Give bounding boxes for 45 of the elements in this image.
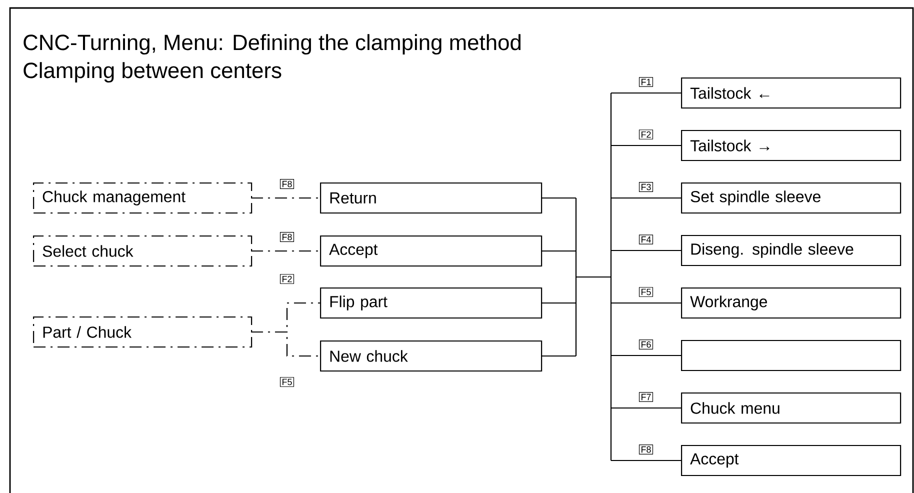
key-badge: F6 [638,340,654,350]
connector [611,302,681,304]
empty-box [681,340,902,372]
key-badge: F8 [280,179,294,189]
key-badge: F4 [638,234,654,244]
function-box: Tailstock ← [681,77,902,109]
connector [611,354,681,356]
softkey-box: Accept [320,235,542,267]
title: CNC-Turning, Menu: Defining the clamping method [24,34,521,55]
connector [541,355,576,357]
connector [251,331,320,357]
connector [541,250,576,252]
key-badge: F1 [638,77,654,87]
connector [541,302,576,304]
connector [611,92,681,94]
connector [575,92,612,462]
softkey-box: Return [320,182,542,214]
connector [611,460,681,462]
function-box: Workrange [681,287,902,319]
key-badge: F5 [638,287,654,297]
key-badge: F2 [638,130,654,140]
key-badge: F8 [280,232,294,242]
connector [611,197,681,199]
menu-box: Select chuck [33,235,252,267]
menu-box: Chuck management [33,182,252,214]
key-badge: F5 [280,377,294,387]
subtitle: Clamping between centers [24,62,282,83]
connector [541,197,576,199]
softkey-box: New chuck [320,340,542,372]
connector [251,197,320,199]
key-badge: F2 [280,274,294,284]
connector [611,407,681,409]
function-box: Accept [681,444,902,476]
function-box: Tailstock → [681,130,902,162]
softkey-box: Flip part [320,287,542,319]
function-box: Chuck menu [681,392,902,424]
connector [251,250,320,252]
key-badge: F3 [638,182,654,192]
function-box: Set spindle sleeve [681,182,902,214]
key-badge: F8 [638,444,654,454]
connector [611,144,681,146]
function-box: Diseng. spindle sleeve [681,234,902,266]
connector [611,250,681,252]
menu-box: Part / Chuck [33,316,252,348]
key-badge: F7 [638,392,654,402]
